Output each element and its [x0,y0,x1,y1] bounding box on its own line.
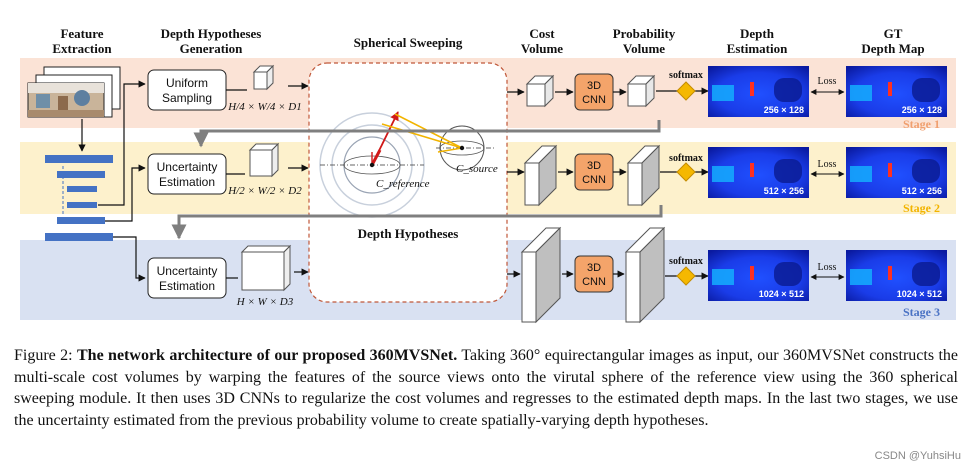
svg-text:512 × 256: 512 × 256 [902,186,942,196]
svg-text:Feature: Feature [60,26,103,41]
caption-body: Taking 360° equirectangular images as in… [14,347,959,429]
uncertainty-label-3b: Estimation [159,279,215,293]
dims-stage-2: H/2 × W/2 × D2 [227,185,302,197]
cnn-label-3a: 3D [587,262,601,274]
header-cost-volume: Cost Volume [521,26,563,56]
svg-text:Depth Hypotheses: Depth Hypotheses [161,26,262,41]
svg-text:Volume: Volume [521,41,563,56]
softmax-diamond-1 [676,81,696,101]
stage-2-label: Stage 2 [903,201,940,215]
feedback-arrow-stage-3 [171,205,663,240]
feature-arrow-stage-1 [98,80,146,206]
softmax-label-2: softmax [669,153,703,164]
svg-text:Depth: Depth [740,26,775,41]
depth-estimation-1: 256 × 128 [708,66,809,117]
header-gt-depth-map: GT Depth Map [861,26,924,56]
softmax-diamond-3 [676,266,696,286]
svg-text:Probability: Probability [613,26,676,41]
svg-text:256 × 128: 256 × 128 [764,105,804,115]
header-depth-hypotheses-generation: Depth Hypotheses Generation [161,26,262,56]
dims-stage-1: H/4 × W/4 × D1 [227,101,302,113]
svg-text:Cost: Cost [529,26,555,41]
hypothesis-cube-1 [252,64,275,91]
cnn-label-2a: 3D [587,160,601,172]
gt-depth-1: 256 × 128 [846,66,947,117]
svg-text:Extraction: Extraction [52,41,112,56]
figure-caption: Figure 2: The network architecture of ou… [14,345,958,431]
feedback-arrow-stage-2 [193,120,661,148]
stage-3-label: Stage 3 [903,305,940,319]
header-feature-extraction: Feature Extraction [52,26,112,56]
input-panorama-stack [27,66,121,118]
svg-text:Volume: Volume [623,41,665,56]
softmax-diamond-2 [676,162,696,182]
cnn-label-2b: CNN [582,174,606,186]
header-probability-volume: Probability Volume [613,26,676,56]
svg-text:1024 × 512: 1024 × 512 [897,289,942,299]
dims-stage-3: H × W × D3 [236,296,294,308]
svg-text:1024 × 512: 1024 × 512 [759,289,804,299]
cost-volume-3 [520,226,562,324]
feature-pyramid [45,119,113,241]
stage-1-label: Stage 1 [903,117,940,131]
uncertainty-label-2a: Uncertainty [157,160,218,174]
feature-arrow-stage-3 [113,236,146,282]
cost-volume-1 [525,74,555,108]
cnn-label-1a: 3D [587,80,601,92]
softmax-label-3: softmax [669,256,703,267]
cost-volume-2 [523,144,558,207]
loss-label-1: Loss [818,76,837,87]
cnn-label-3b: CNN [582,276,606,288]
svg-text:512 × 256: 512 × 256 [764,186,804,196]
softmax-label-1: softmax [669,70,703,81]
loss-label-3: Loss [818,262,837,273]
watermark: CSDN @YuhsiHu [874,450,961,462]
uncertainty-label-2b: Estimation [159,175,215,189]
uniform-sampling-label-2: Sampling [162,91,212,105]
cnn-label-1b: CNN [582,94,606,106]
uniform-sampling-label-1: Uniform [166,76,208,90]
svg-text:GT: GT [884,26,903,41]
probability-volume-2 [626,144,661,207]
architecture-diagram: Feature Extraction Depth Hypotheses Gene… [20,26,956,324]
hypothesis-cube-2 [248,142,280,178]
header-depth-estimation: Depth Estimation [727,26,788,56]
gt-depth-3: 1024 × 512 [846,250,947,301]
feature-arrow-stage-2 [105,164,146,222]
sweep-caption: Depth Hypotheses [358,226,459,241]
sweep-illustration [319,111,496,218]
hypothesis-cube-3 [240,244,292,292]
c-reference-label: C_reference [376,178,430,190]
depth-estimation-2: 512 × 256 [708,147,809,198]
svg-text:256 × 128: 256 × 128 [902,105,942,115]
caption-label: Figure 2: [14,347,73,364]
gt-depth-2: 512 × 256 [846,147,947,198]
header-spherical-sweeping: Spherical Sweeping [354,35,463,50]
caption-title: The network architecture of our proposed… [77,347,458,364]
uncertainty-label-3a: Uncertainty [157,264,218,278]
probability-volume-3 [624,226,666,324]
svg-text:Estimation: Estimation [727,41,788,56]
loss-label-2: Loss [818,159,837,170]
svg-text:Generation: Generation [180,41,244,56]
depth-estimation-3: 1024 × 512 [708,250,809,301]
svg-text:Depth Map: Depth Map [861,41,924,56]
c-source-label: C_source [456,163,498,175]
probability-volume-1 [626,74,656,108]
